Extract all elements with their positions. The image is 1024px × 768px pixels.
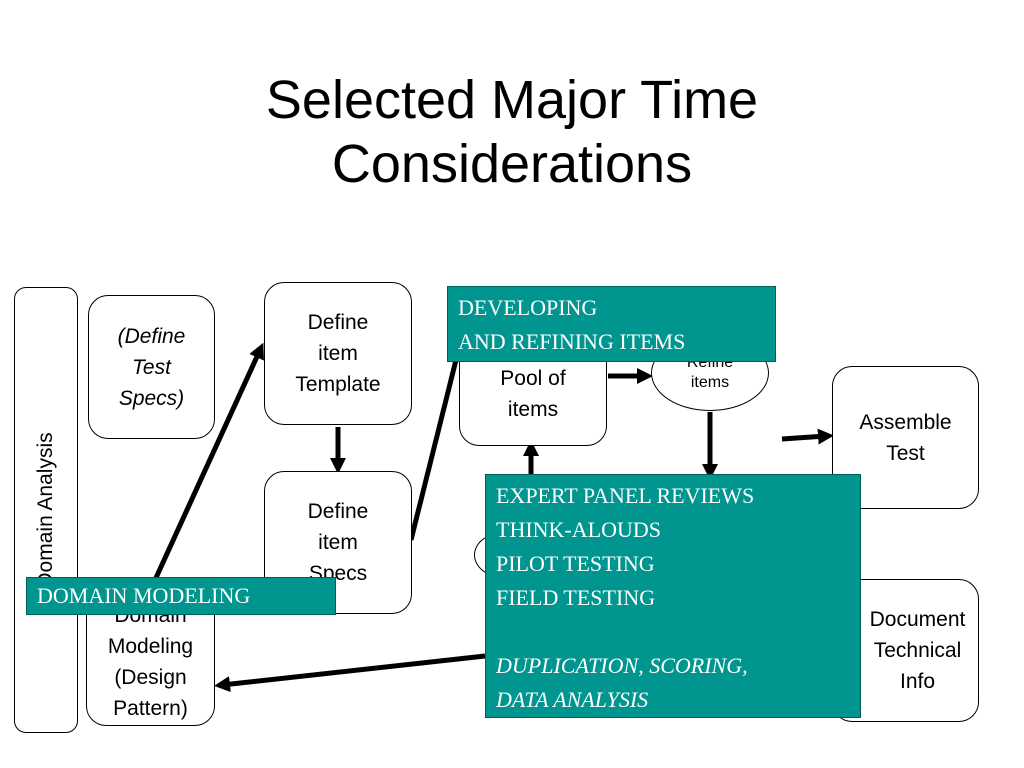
box-line: Test	[132, 355, 171, 379]
arrow-to-assemble	[781, 428, 834, 445]
box-line: Info	[899, 670, 936, 693]
domain-modeling-callout: DOMAIN MODELING	[26, 577, 336, 615]
arrow-domain-to-template	[152, 342, 264, 582]
callout-line: EXPERT PANEL REVIEWS	[496, 483, 755, 508]
box-line: Assemble	[859, 410, 952, 434]
box-line: Specs)	[118, 386, 185, 410]
slide-title: Selected Major Time Considerations	[0, 68, 1024, 196]
title-line-2: Considerations	[331, 134, 693, 194]
title-line-1: Selected Major Time	[265, 70, 759, 130]
callout-line: DEVELOPING	[458, 295, 598, 320]
box-line: Document	[869, 608, 966, 631]
box-line: item	[318, 531, 358, 554]
box-line: Define	[307, 311, 369, 334]
define-test-specs-box: (Define Test Specs)	[88, 295, 215, 439]
oval-line: items	[690, 374, 730, 391]
box-line: Define	[307, 500, 369, 523]
developing-callout: DEVELOPING AND REFINING ITEMS	[447, 286, 776, 362]
callout-line: PILOT TESTING	[496, 551, 655, 576]
domain-analysis-bar: Domain Analysis	[14, 287, 78, 733]
callout-italic-line: DATA ANALYSIS	[496, 687, 649, 712]
callout-line: FIELD TESTING	[496, 585, 656, 610]
box-line: Modeling	[107, 634, 194, 658]
arrow-back-to-domain	[214, 653, 486, 693]
box-line: (Define	[117, 324, 186, 348]
domain-analysis-label: Domain Analysis	[34, 432, 57, 588]
box-line: (Design	[114, 665, 187, 689]
box-line: Pattern)	[113, 696, 188, 720]
callout-line: THINK-ALOUDS	[496, 517, 661, 542]
callout-line: DOMAIN MODELING	[37, 583, 251, 608]
box-line: item	[318, 342, 358, 365]
arrow-specs-to-pool	[408, 344, 464, 541]
callout-italic-line: DUPLICATION, SCORING,	[496, 653, 748, 678]
callout-spacer	[496, 615, 860, 649]
box-line: Test	[886, 441, 925, 465]
reviews-callout: EXPERT PANEL REVIEWS THINK-ALOUDS PILOT …	[485, 474, 861, 718]
box-line: items	[507, 398, 559, 421]
box-line: Template	[295, 373, 381, 396]
callout-line: AND REFINING ITEMS	[458, 329, 686, 354]
box-line: Pool of	[500, 367, 566, 390]
box-line: Technical	[873, 639, 962, 662]
define-item-template-box: Define item Template	[264, 282, 412, 425]
